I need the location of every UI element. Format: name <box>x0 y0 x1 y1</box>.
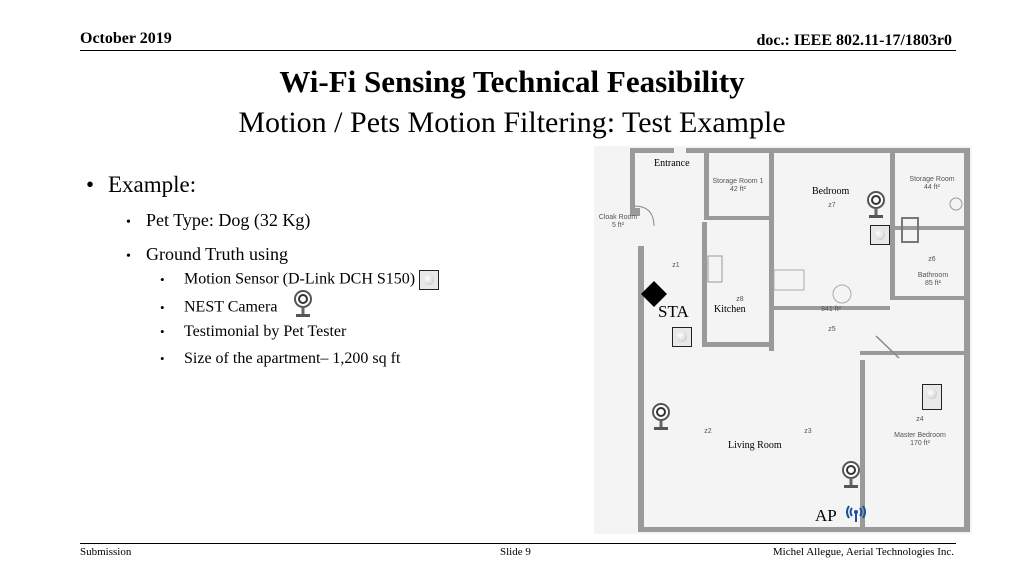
floorplan-walls <box>630 148 970 532</box>
header-divider <box>80 50 956 51</box>
zone-z1: z1 <box>672 262 680 269</box>
zone-z5: z5 <box>828 326 836 333</box>
bullet-ground-truth: •Ground Truth using <box>126 244 289 264</box>
nest-camera-icon <box>294 290 313 317</box>
bullet-size: •Size of the apartment– 1,200 sq ft <box>160 350 401 367</box>
zone-z8-area: 841 ft² <box>821 306 841 313</box>
bullet-motion-sensor: •Motion Sensor (D-Link DCH S150) <box>160 270 440 290</box>
bullet-nest-camera: •NEST Camera <box>160 290 315 319</box>
header-date: October 2019 <box>80 30 172 47</box>
sta-label: STA <box>658 302 689 321</box>
ap-label: AP <box>815 506 837 525</box>
motion-sensor-icon <box>922 384 942 410</box>
bullet-pet-type: •Pet Type: Dog (32 Kg) <box>126 210 311 230</box>
motion-sensor-icon <box>870 225 890 245</box>
zone-z2: z2 <box>704 428 712 435</box>
bullet-testimonial: •Testimonial by Pet Tester <box>160 323 347 340</box>
footer-author: Michel Allegue, Aerial Technologies Inc. <box>772 546 954 558</box>
slide-title: Wi-Fi Sensing Technical Feasibility <box>279 64 745 99</box>
zone-z6: z6 <box>928 256 936 263</box>
nest-camera-icon <box>842 461 860 488</box>
ap-wifi-icon <box>846 505 866 522</box>
footer-divider <box>80 543 956 544</box>
nest-camera-icon <box>867 191 885 218</box>
entrance-label: Entrance <box>654 158 690 169</box>
sta-marker-icon <box>641 281 667 307</box>
zone-z8: z8 <box>736 296 744 303</box>
footer-submission: Submission <box>80 546 132 558</box>
bullet-example: •Example: <box>86 172 197 197</box>
motion-sensor-icon <box>419 270 440 290</box>
slide-subtitle: Motion / Pets Motion Filtering: Test Exa… <box>238 106 786 139</box>
kitchen-label: Kitchen <box>714 304 746 315</box>
nest-camera-icon <box>652 403 670 430</box>
footer-slide-number: Slide 9 <box>500 546 531 558</box>
header-doc-id: doc.: IEEE 802.11-17/1803r0 <box>756 32 952 49</box>
motion-sensor-icon <box>672 327 692 347</box>
living-room-label: Living Room <box>728 440 782 451</box>
bedroom-label: Bedroom <box>812 186 850 197</box>
zone-z7: z7 <box>828 202 836 209</box>
apartment-floorplan: Entrance Bedroom Kitchen Living Room Sto… <box>594 146 972 534</box>
zone-z4: z4 <box>916 416 924 423</box>
zone-z3: z3 <box>804 428 812 435</box>
